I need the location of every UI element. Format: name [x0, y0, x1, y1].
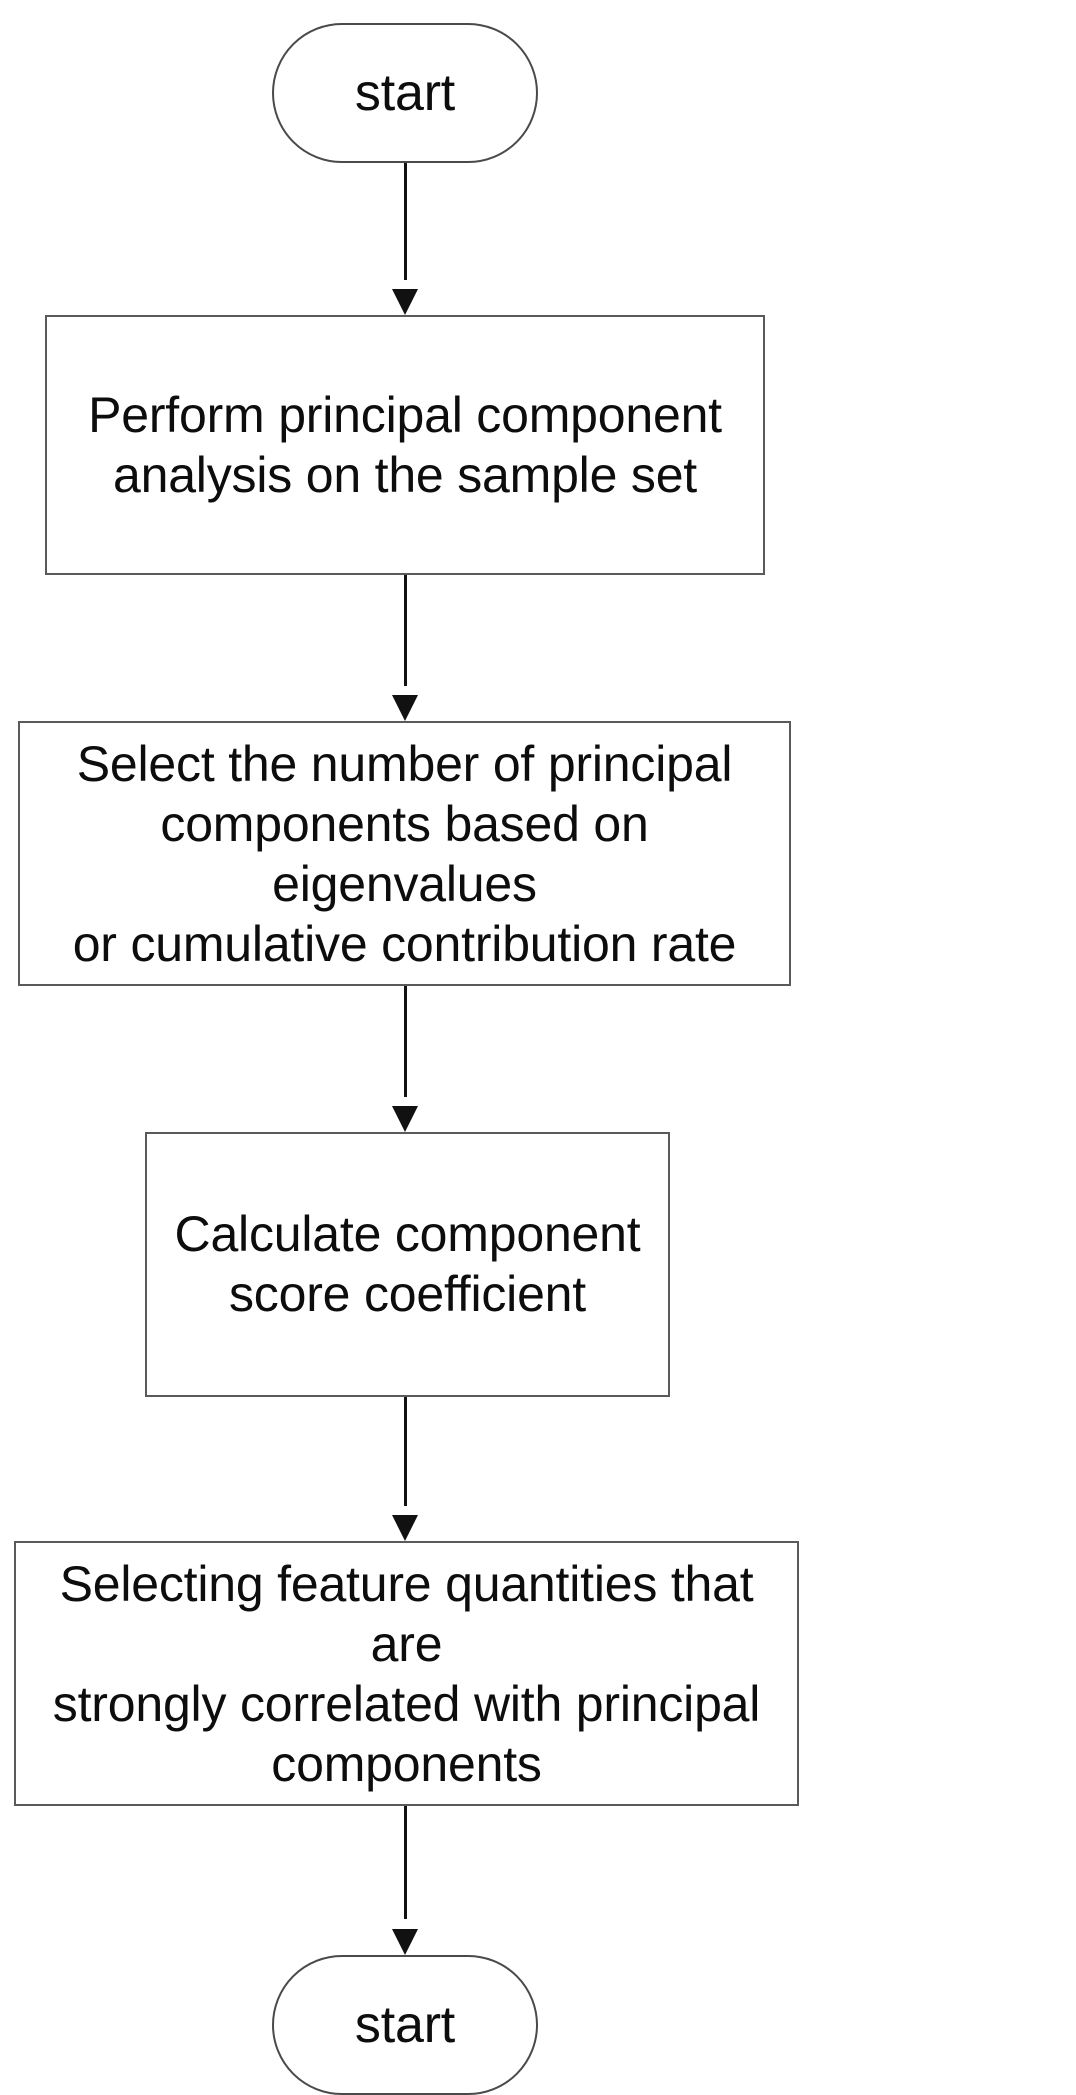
node-select-features-label: Selecting feature quantities that are st… — [52, 1555, 761, 1792]
edge-pca-to-select-count — [391, 575, 419, 722]
arrowhead-icon — [392, 1515, 418, 1542]
node-start-label: start — [354, 63, 456, 122]
edge-select-count-to-score — [391, 986, 419, 1132]
edge-start-to-pca — [391, 163, 419, 315]
arrowhead-icon — [392, 695, 418, 722]
arrowhead-icon — [392, 1928, 418, 1955]
node-start[interactable]: start — [272, 22, 538, 164]
edge-shaft — [403, 163, 407, 280]
edge-score-to-select-features — [391, 1396, 419, 1542]
arrowhead-icon — [392, 288, 418, 315]
node-select-component-count[interactable]: Select the number of principal component… — [18, 721, 791, 987]
edge-shaft — [403, 575, 407, 687]
node-select-features[interactable]: Selecting feature quantities that are st… — [14, 1541, 799, 1806]
node-calculate-score-coefficient-label: Calculate component score coefficient — [174, 1206, 641, 1323]
edge-shaft — [403, 1396, 407, 1507]
node-perform-pca[interactable]: Perform principal component analysis on … — [45, 314, 765, 576]
edge-shaft — [403, 986, 407, 1097]
node-end[interactable]: start — [272, 1954, 538, 2095]
node-calculate-score-coefficient[interactable]: Calculate component score coefficient — [145, 1131, 670, 1397]
node-end-label: start — [354, 1995, 456, 2054]
arrowhead-icon — [392, 1105, 418, 1132]
node-select-component-count-label: Select the number of principal component… — [72, 735, 737, 972]
node-perform-pca-label: Perform principal component analysis on … — [88, 387, 722, 504]
edge-select-features-to-end — [391, 1805, 419, 1955]
edge-shaft — [403, 1805, 407, 1920]
